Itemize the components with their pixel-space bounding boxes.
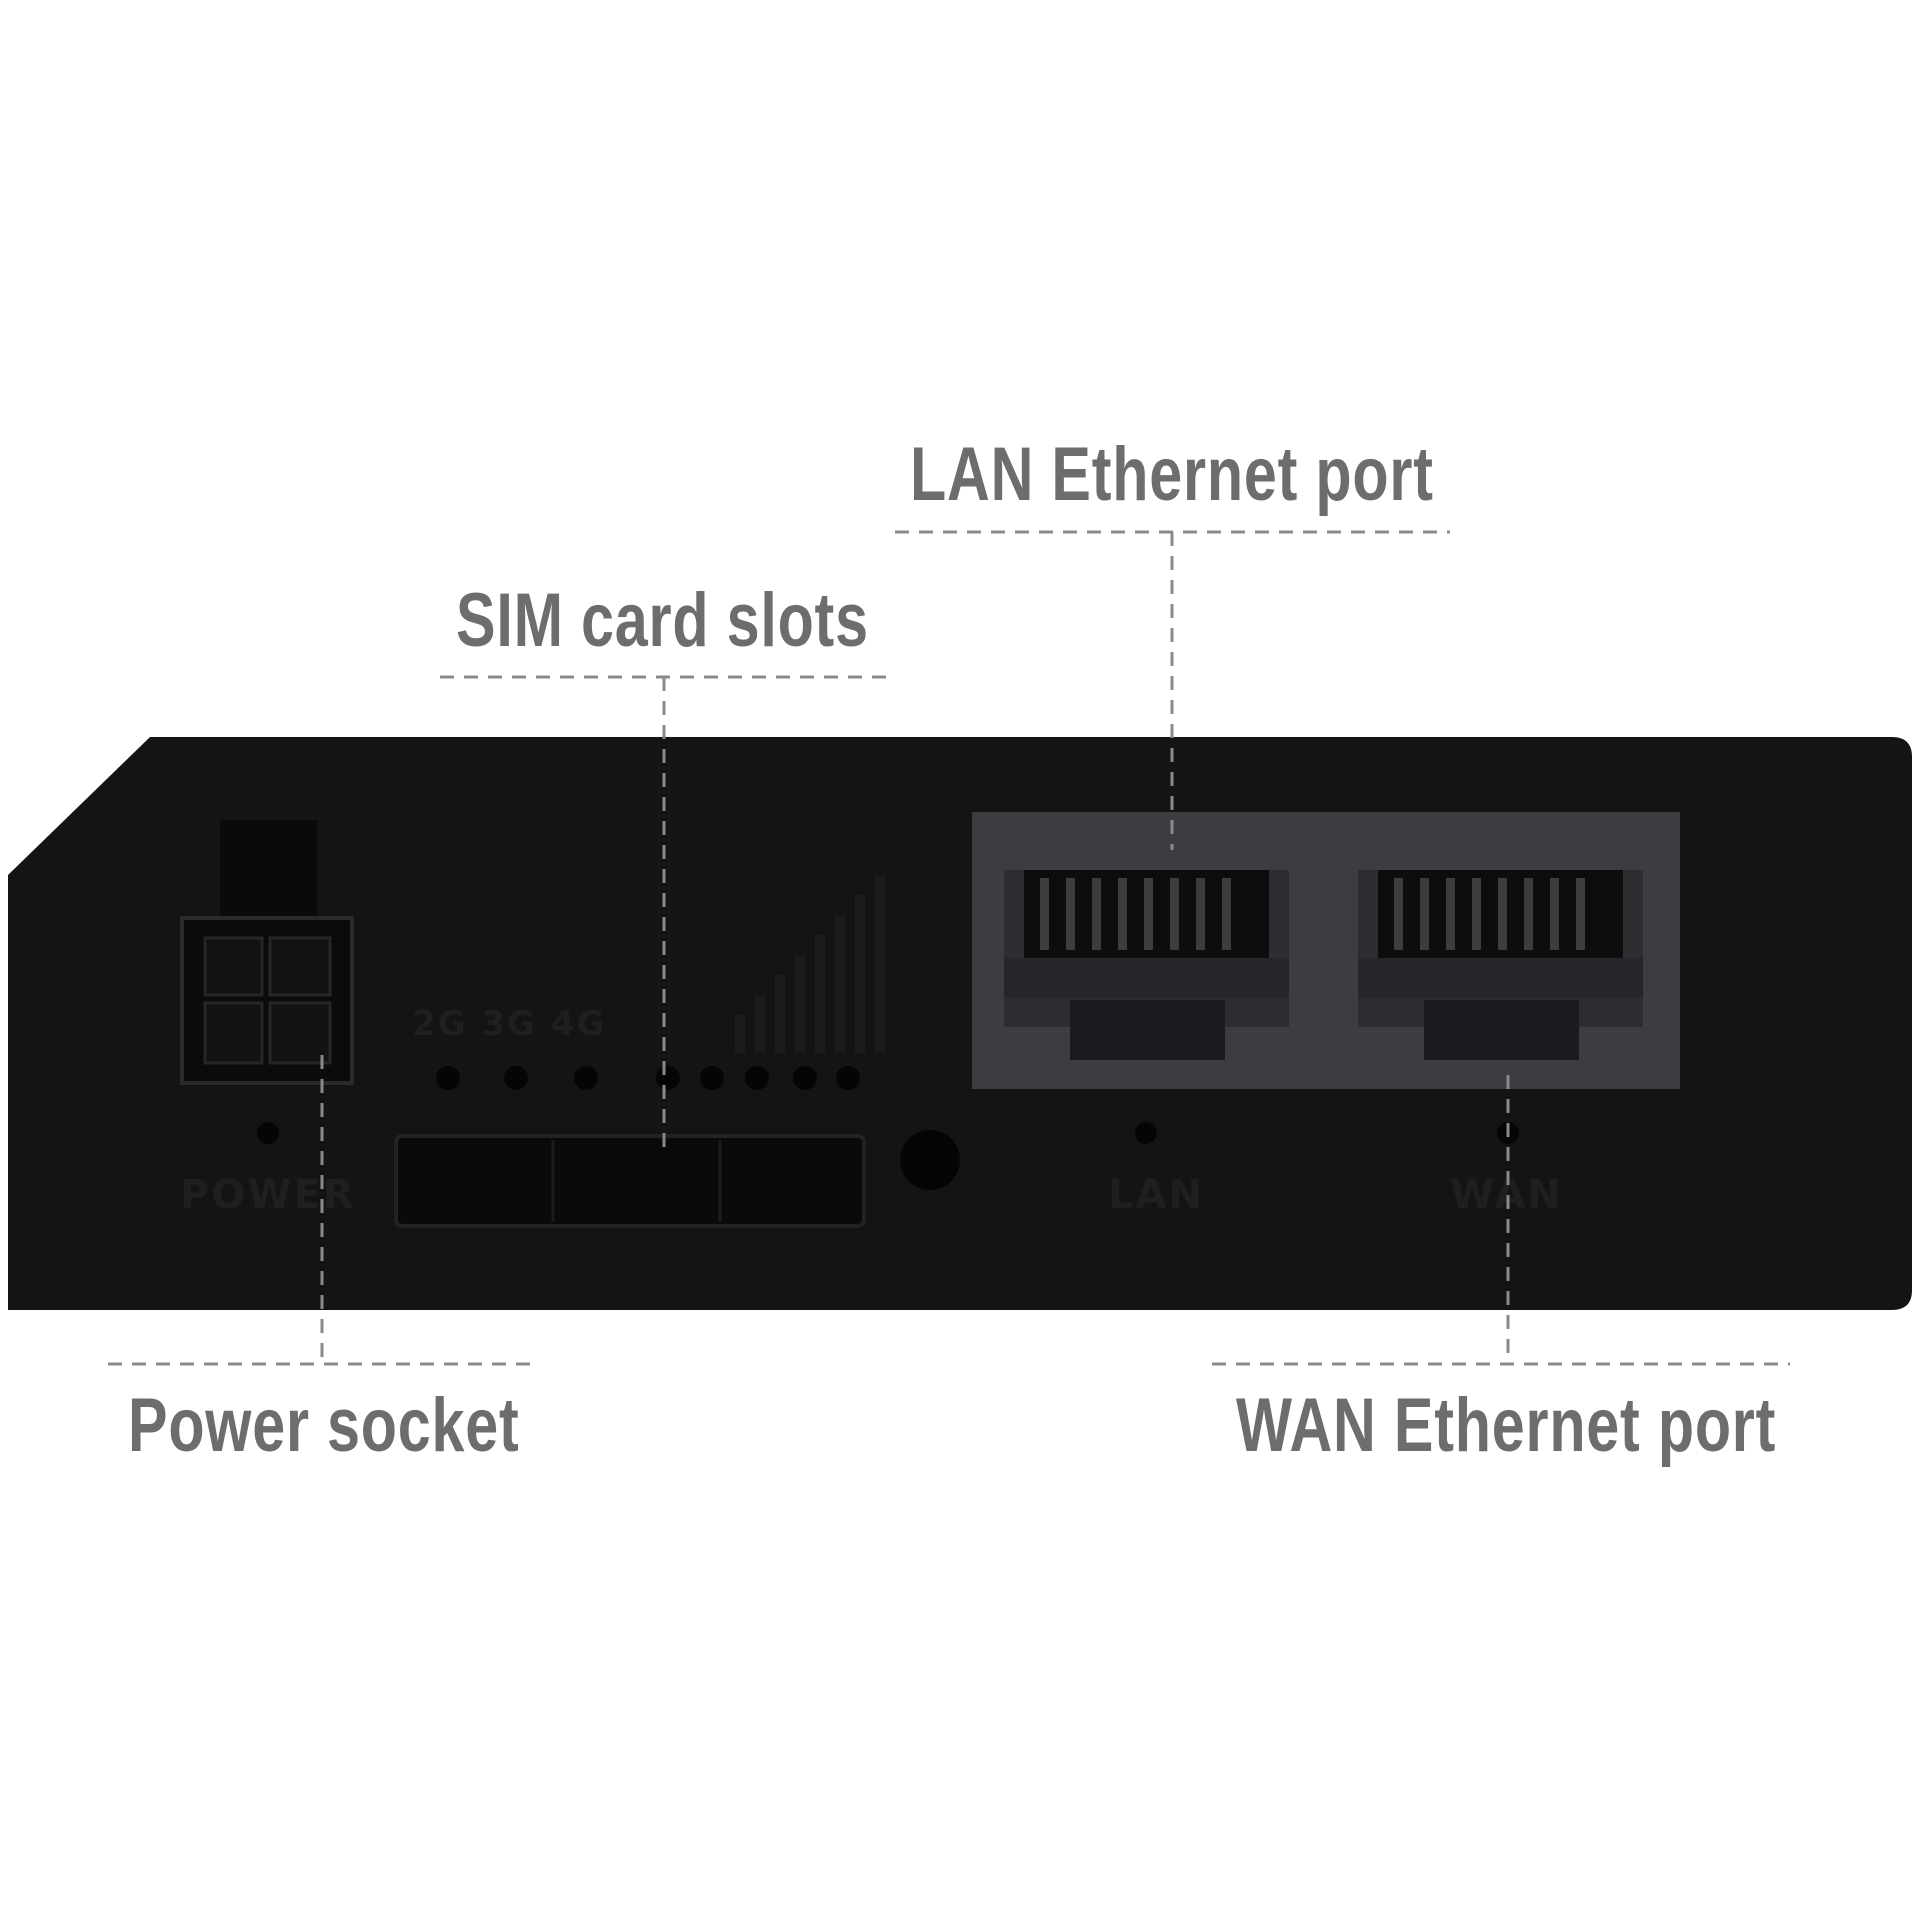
led-2g <box>436 1066 460 1090</box>
panel-label-wan: WAN <box>1450 1172 1563 1218</box>
led-signal-3 <box>745 1066 769 1090</box>
led-signal-4 <box>793 1066 817 1090</box>
sim-card-tray <box>394 1134 866 1228</box>
panel-label-power: POWER <box>180 1172 356 1218</box>
power-led <box>257 1122 279 1144</box>
signal-bars <box>735 875 885 1053</box>
callout-wan-ethernet-port: WAN Ethernet port <box>1236 1383 1777 1468</box>
callout-sim-card-slots: SIM card slots <box>456 578 869 663</box>
lan-led <box>1135 1122 1157 1144</box>
panel-label-signal: 2G 3G 4G <box>412 1004 606 1044</box>
led-signal-1 <box>656 1066 680 1090</box>
led-signal-5 <box>836 1066 860 1090</box>
reset-button-hole <box>900 1130 960 1190</box>
power-socket <box>180 820 354 1085</box>
wan-port <box>1358 870 1643 1060</box>
panel-label-lan: LAN <box>1108 1172 1204 1218</box>
led-signal-2 <box>700 1066 724 1090</box>
callout-lan-ethernet-port: LAN Ethernet port <box>910 432 1434 517</box>
callout-power-socket: Power socket <box>128 1383 520 1468</box>
leader-lines <box>108 530 1790 1366</box>
status-leds <box>436 1066 860 1090</box>
led-4g <box>574 1066 598 1090</box>
led-3g <box>504 1066 528 1090</box>
lan-port <box>1004 870 1289 1060</box>
